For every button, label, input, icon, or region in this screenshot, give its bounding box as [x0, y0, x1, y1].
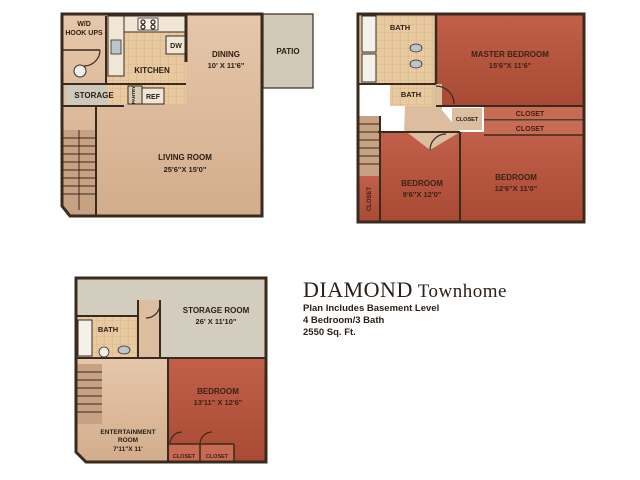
beds-baths: 4 Bedroom/3 Bath	[303, 315, 385, 326]
bath-mid-label: BATH	[401, 90, 421, 99]
main-floor-plan	[60, 12, 314, 218]
closet-a-label: CLOSET	[516, 111, 545, 118]
dining-dims: 10' X 11'6"	[208, 61, 245, 70]
living-room-label: LIVING ROOM	[158, 153, 212, 162]
basement-closet-a-label: CLOSET	[173, 454, 196, 460]
entertainment-label-2: ROOM	[118, 437, 138, 444]
bedroom-b-dims: 12'6"X 11'0"	[495, 184, 538, 193]
basement-bedroom-dims: 13'11" X 12'6"	[194, 398, 243, 407]
basement-storage-label: STORAGE ROOM	[183, 306, 250, 315]
entertainment-dims: 7'11"X 11'	[113, 446, 143, 453]
basement-storage-dims: 26' X 11'10"	[196, 317, 237, 326]
wd-hookups-label-2: HOOK UPS	[65, 30, 103, 37]
bedroom-a-dims: 9'6"X 12'0"	[403, 190, 442, 199]
living-room-dims: 25'6"X 15'0"	[164, 165, 207, 174]
pantry-label: PANTRY	[131, 86, 136, 104]
bedroom-a-label: BEDROOM	[401, 179, 443, 188]
bedroom-a-floor	[378, 132, 462, 222]
closet-side-floor	[358, 176, 380, 222]
ref-label: REF	[146, 94, 161, 101]
plan-title: DIAMOND Townhome	[303, 277, 623, 303]
master-bedroom-floor	[436, 14, 584, 106]
plan-name-bold: DIAMOND	[303, 277, 413, 302]
patio-label: PATIO	[276, 47, 299, 56]
basement-plan	[74, 276, 268, 464]
closet-small-label: CLOSET	[456, 117, 479, 123]
closet-b-label: CLOSET	[516, 126, 545, 133]
basement-closet-b-label: CLOSET	[206, 454, 229, 460]
closet-side-label: CLOSET	[367, 187, 373, 212]
bath-top-label: BATH	[390, 23, 410, 32]
kitchen-label: KITCHEN	[134, 66, 170, 75]
master-bedroom-dims: 15'6"X 11'6"	[489, 61, 532, 70]
plan-note: Plan Includes Basement Level	[303, 303, 440, 314]
plan-info: DIAMOND Townhome Plan Includes Basement …	[303, 277, 623, 339]
entertainment-label-1: ENTERTAINMENT	[100, 429, 155, 436]
square-feet: 2550 Sq. Ft.	[303, 327, 356, 338]
patio-area	[263, 14, 313, 88]
dining-label: DINING	[212, 50, 240, 59]
plan-name-rest: Townhome	[417, 281, 507, 302]
basement-bedroom-label: BEDROOM	[197, 387, 239, 396]
master-bedroom-label: MASTER BEDROOM	[471, 50, 549, 59]
bedroom-b-floor	[460, 132, 584, 222]
dw-label: DW	[170, 43, 182, 50]
wd-hookups-label-1: W/D	[77, 21, 91, 28]
bedroom-b-label: BEDROOM	[495, 173, 537, 182]
storage-label: STORAGE	[74, 91, 114, 100]
upper-floor-plan	[356, 12, 586, 224]
basement-bath-label: BATH	[98, 325, 118, 334]
